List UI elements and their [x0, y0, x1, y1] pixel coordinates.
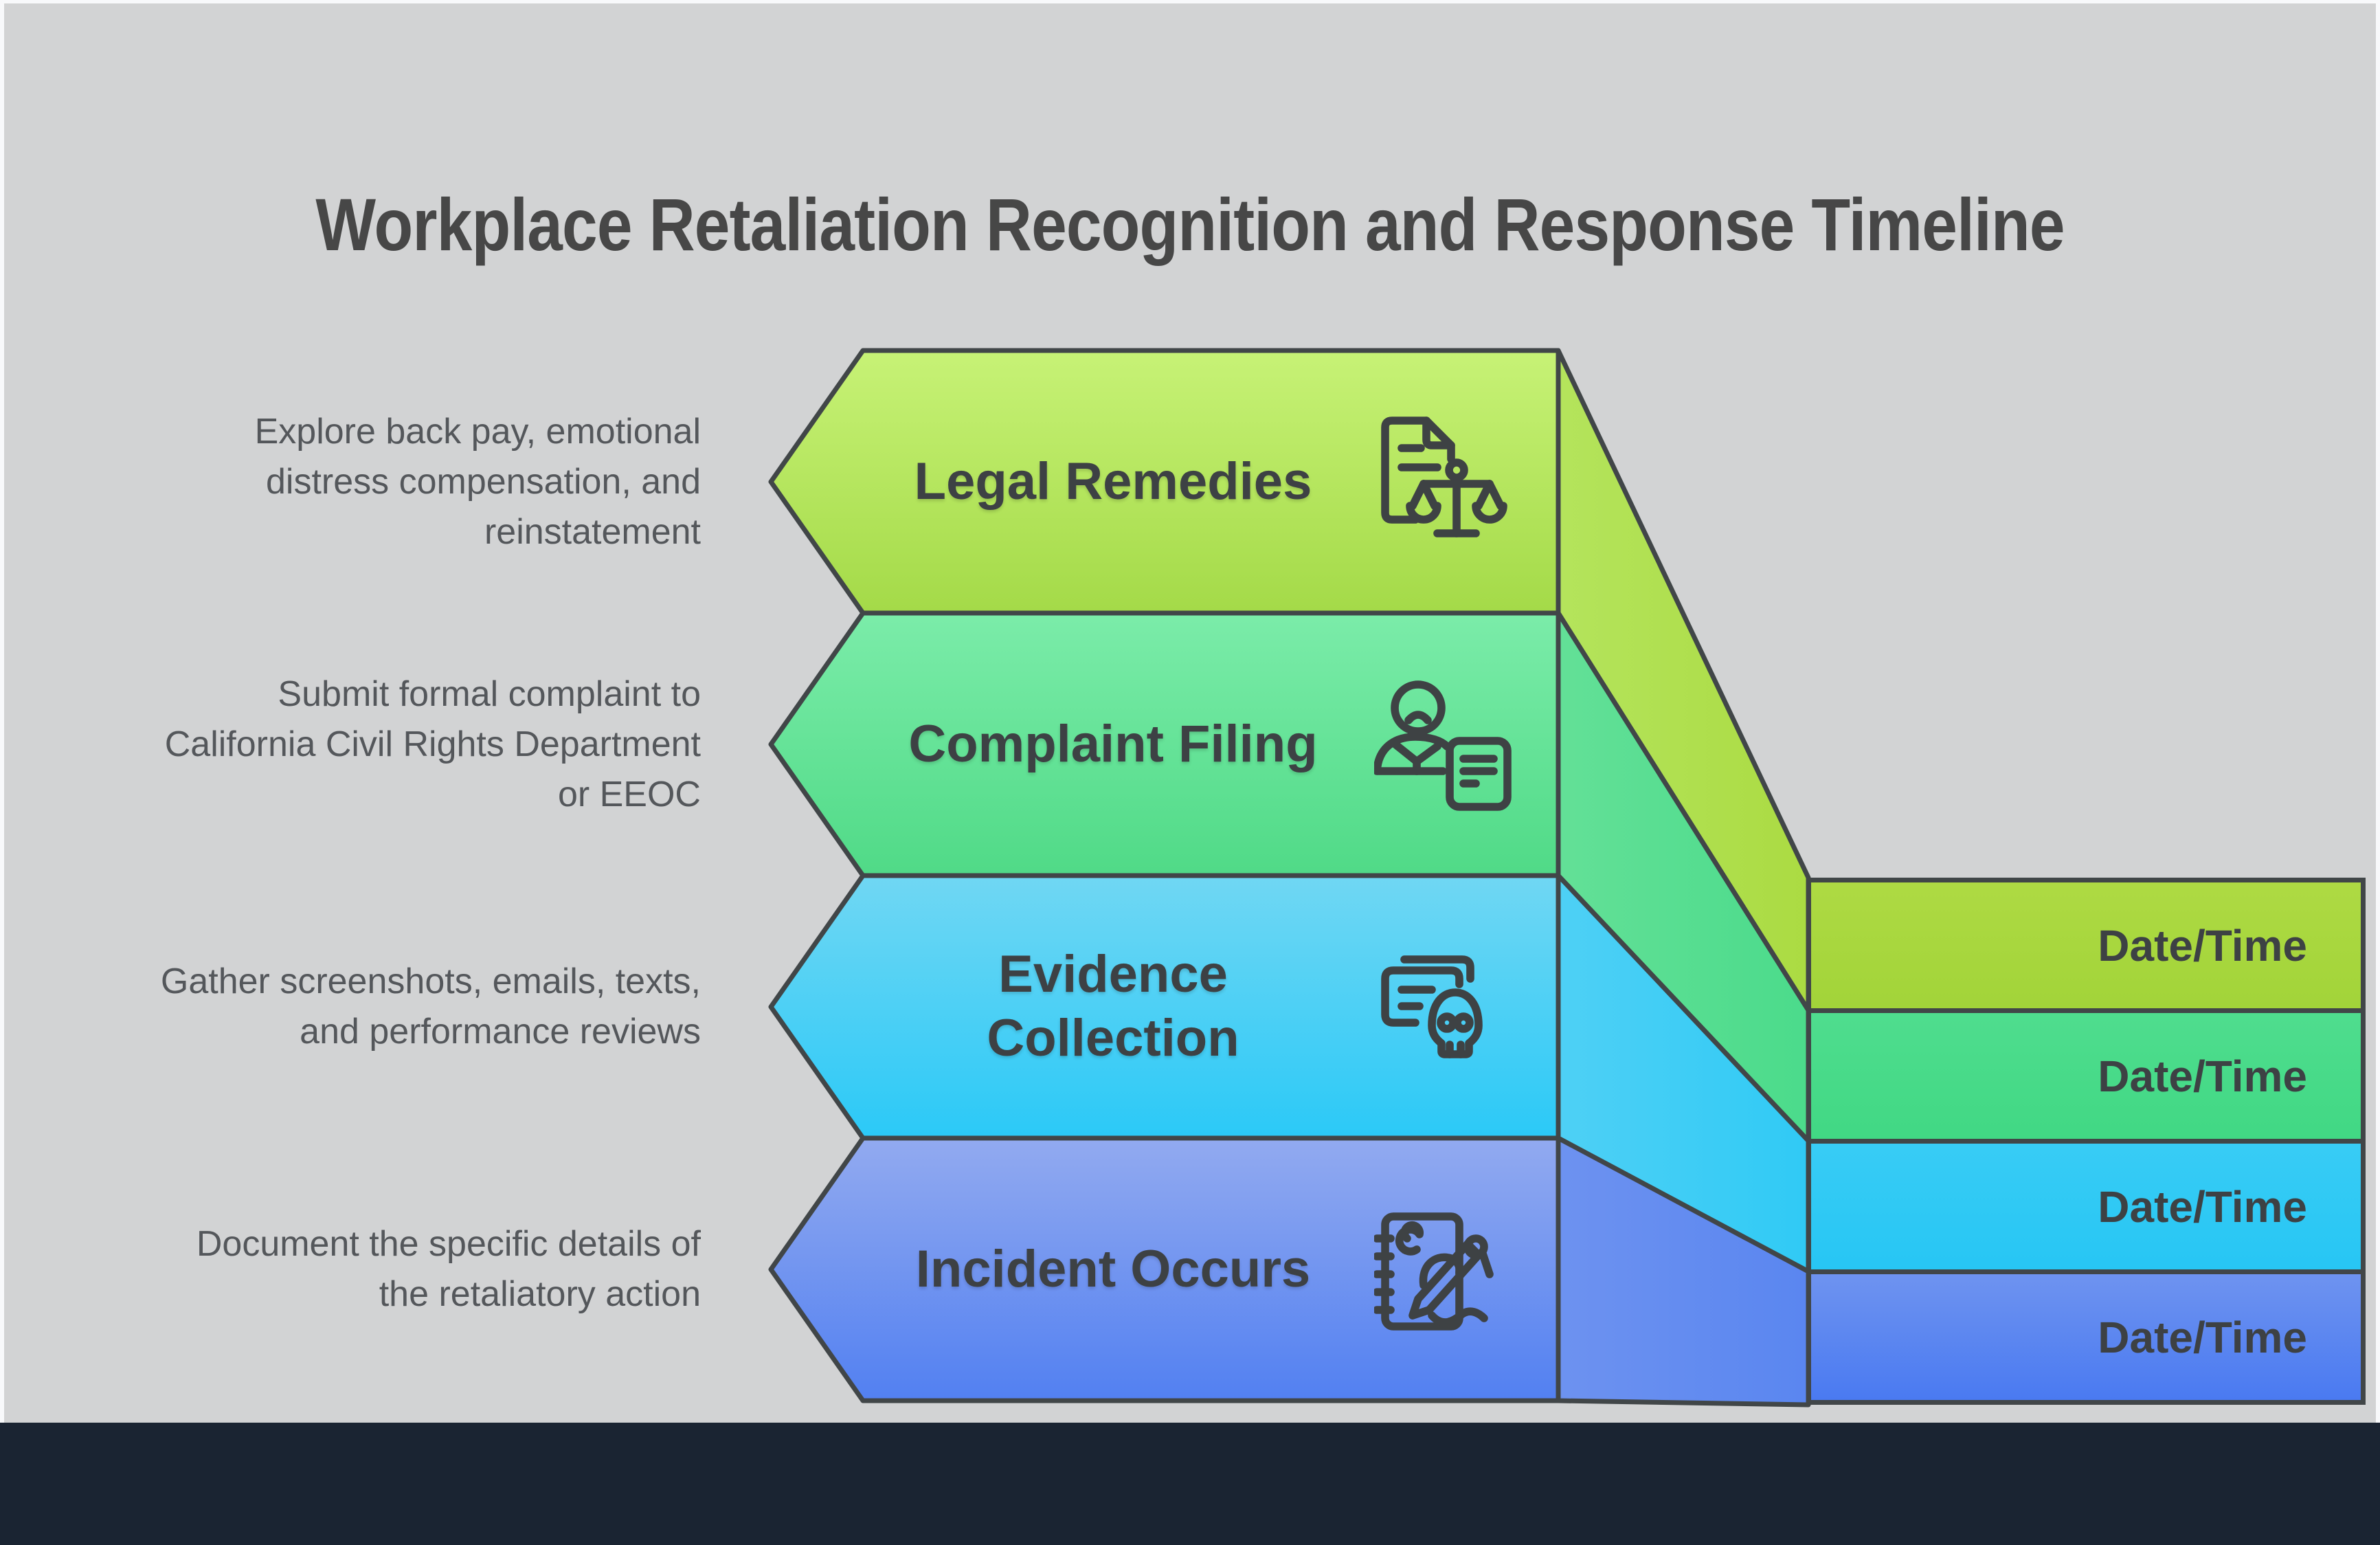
stage-description-incident-occurs: Document the specific details of the ret… — [41, 1219, 701, 1320]
description-line: Explore back pay, emotional — [254, 412, 701, 452]
description-line: Gather screenshots, emails, texts, — [160, 962, 701, 1001]
documents-skull-icon — [1374, 937, 1512, 1075]
arrow-incident-occurs — [768, 1135, 1561, 1403]
person-complaint-form-icon — [1373, 675, 1512, 812]
arrow-legal-remedies — [768, 348, 1561, 616]
page-title: Workplace Retaliation Recognition and Re… — [315, 183, 2065, 267]
date-box-complaint-filing: Date/Time — [1806, 1008, 2366, 1144]
stage-label-complaint-filing: Complaint Filing — [908, 714, 1318, 773]
description-line: and performance reviews — [300, 1011, 701, 1052]
stage-label-incident-occurs: Incident Occurs — [915, 1239, 1311, 1298]
date-time-label: Date/Time — [2098, 920, 2307, 970]
stage-description-legal-remedies: Explore back pay, emotional distress com… — [41, 407, 701, 557]
stage-description-evidence-collection: Gather screenshots, emails, texts, and p… — [41, 957, 701, 1057]
description-line: reinstatement — [484, 511, 701, 552]
description-line: Submit formal complaint to — [278, 674, 701, 714]
date-box-evidence-collection: Date/Time — [1806, 1139, 2366, 1274]
description-line: or EEOC — [557, 774, 701, 814]
notebook-pen-icon — [1373, 1200, 1512, 1337]
date-time-label: Date/Time — [2098, 1051, 2307, 1101]
description-line: California Civil Rights Department — [164, 724, 701, 764]
description-line: Document the specific details of — [196, 1224, 701, 1264]
date-time-label: Date/Time — [2098, 1312, 2307, 1362]
stage-description-complaint-filing: Submit formal complaint to California Ci… — [41, 669, 701, 819]
stage-label-evidence-collection: Evidence Collection — [987, 945, 1239, 1067]
document-scales-icon — [1374, 412, 1512, 550]
arrow-complaint-filing — [768, 610, 1561, 878]
date-box-incident-occurs: Date/Time — [1806, 1269, 2366, 1405]
date-time-label: Date/Time — [2098, 1181, 2307, 1232]
footer-bar — [0, 1423, 2380, 1545]
stage-label-legal-remedies: Legal Remedies — [914, 452, 1312, 511]
description-line: distress compensation, and — [265, 461, 701, 502]
arrow-evidence-collection — [768, 873, 1561, 1141]
date-box-legal-remedies: Date/Time — [1806, 878, 2366, 1013]
description-line: the retaliatory action — [379, 1274, 701, 1314]
